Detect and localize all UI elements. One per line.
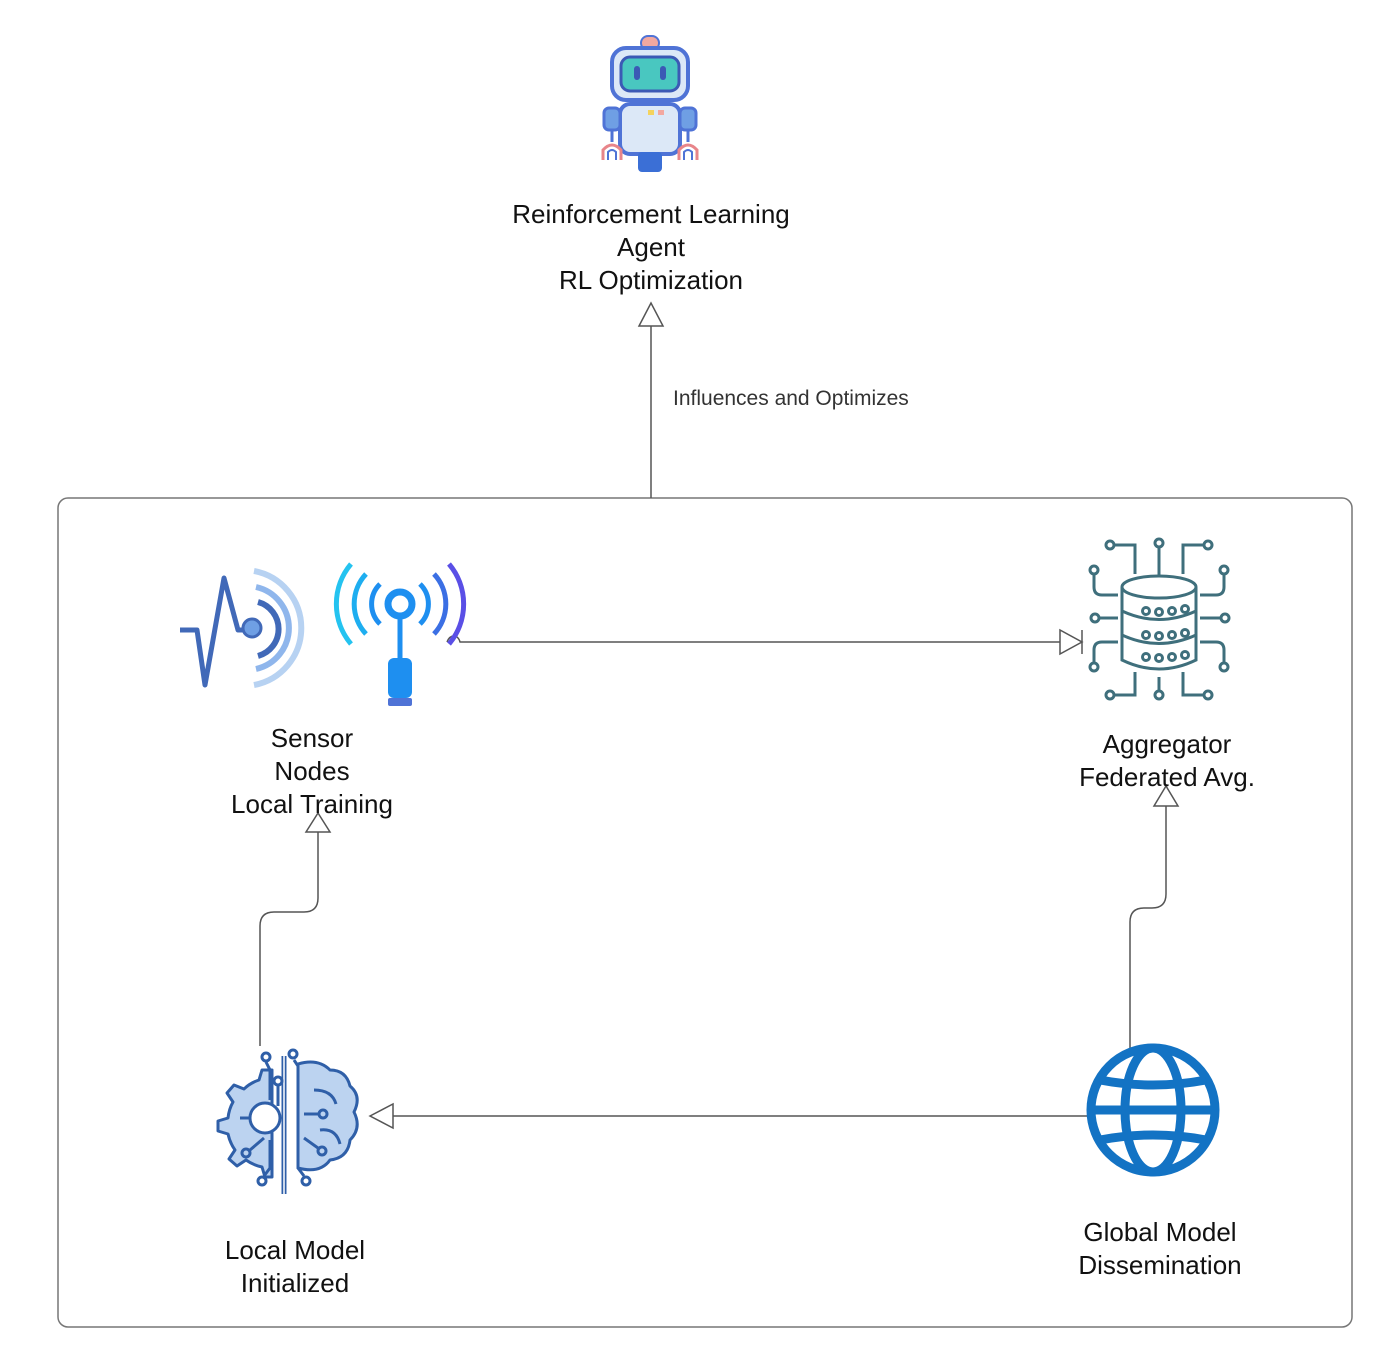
node-label-local-model: Local Model Initialized <box>190 1234 400 1300</box>
sensor-antenna-icon <box>180 562 467 706</box>
node-label-aggregator: Aggregator Federated Avg. <box>1058 728 1276 794</box>
arrowhead-aggregator-bottom <box>1152 784 1180 807</box>
global-model-line-2: Dissemination <box>1078 1250 1242 1280</box>
arrowhead-rl <box>637 301 665 327</box>
robot-icon <box>601 35 699 172</box>
edge-local-to-sensor <box>259 811 332 1046</box>
arrowhead-aggregator <box>1059 628 1084 656</box>
cluster-box <box>57 497 1353 1328</box>
sensor-line-1: Sensor <box>270 723 354 753</box>
node-label-global-model: Global Model Dissemination <box>1050 1216 1270 1282</box>
edge-cluster-to-rl <box>637 301 665 498</box>
globe-icon <box>1086 1043 1220 1177</box>
rl-agent-line-2: Agent <box>617 232 685 262</box>
local-model-line-2: Initialized <box>240 1268 350 1298</box>
arrowhead-local <box>368 1102 394 1130</box>
arrowhead-sensor <box>304 811 332 833</box>
rl-agent-line-3: RL Optimization <box>559 265 743 295</box>
edge-sensor-to-aggregator <box>446 628 1084 656</box>
rl-agent-line-1: Reinforcement Learning <box>512 199 790 229</box>
local-model-line-1: Local Model <box>224 1235 366 1265</box>
node-label-rl-agent: Reinforcement Learning Agent RL Optimiza… <box>470 198 832 297</box>
global-model-line-1: Global Model <box>1083 1217 1237 1247</box>
sensor-line-3: Local Training <box>231 789 393 819</box>
aggregator-line-1: Aggregator <box>1102 729 1232 759</box>
node-label-sensor: Sensor Nodes Local Training <box>202 722 422 821</box>
brain-gear-icon <box>216 1048 359 1194</box>
sensor-line-2: Nodes <box>274 756 350 786</box>
edge-global-to-local <box>368 1102 1088 1130</box>
edge-label-influences: Influences and Optimizes <box>673 387 909 410</box>
edge-global-to-aggregator <box>1129 784 1180 1048</box>
database-circuit-icon <box>1088 537 1231 701</box>
aggregator-line-2: Federated Avg. <box>1079 762 1255 792</box>
